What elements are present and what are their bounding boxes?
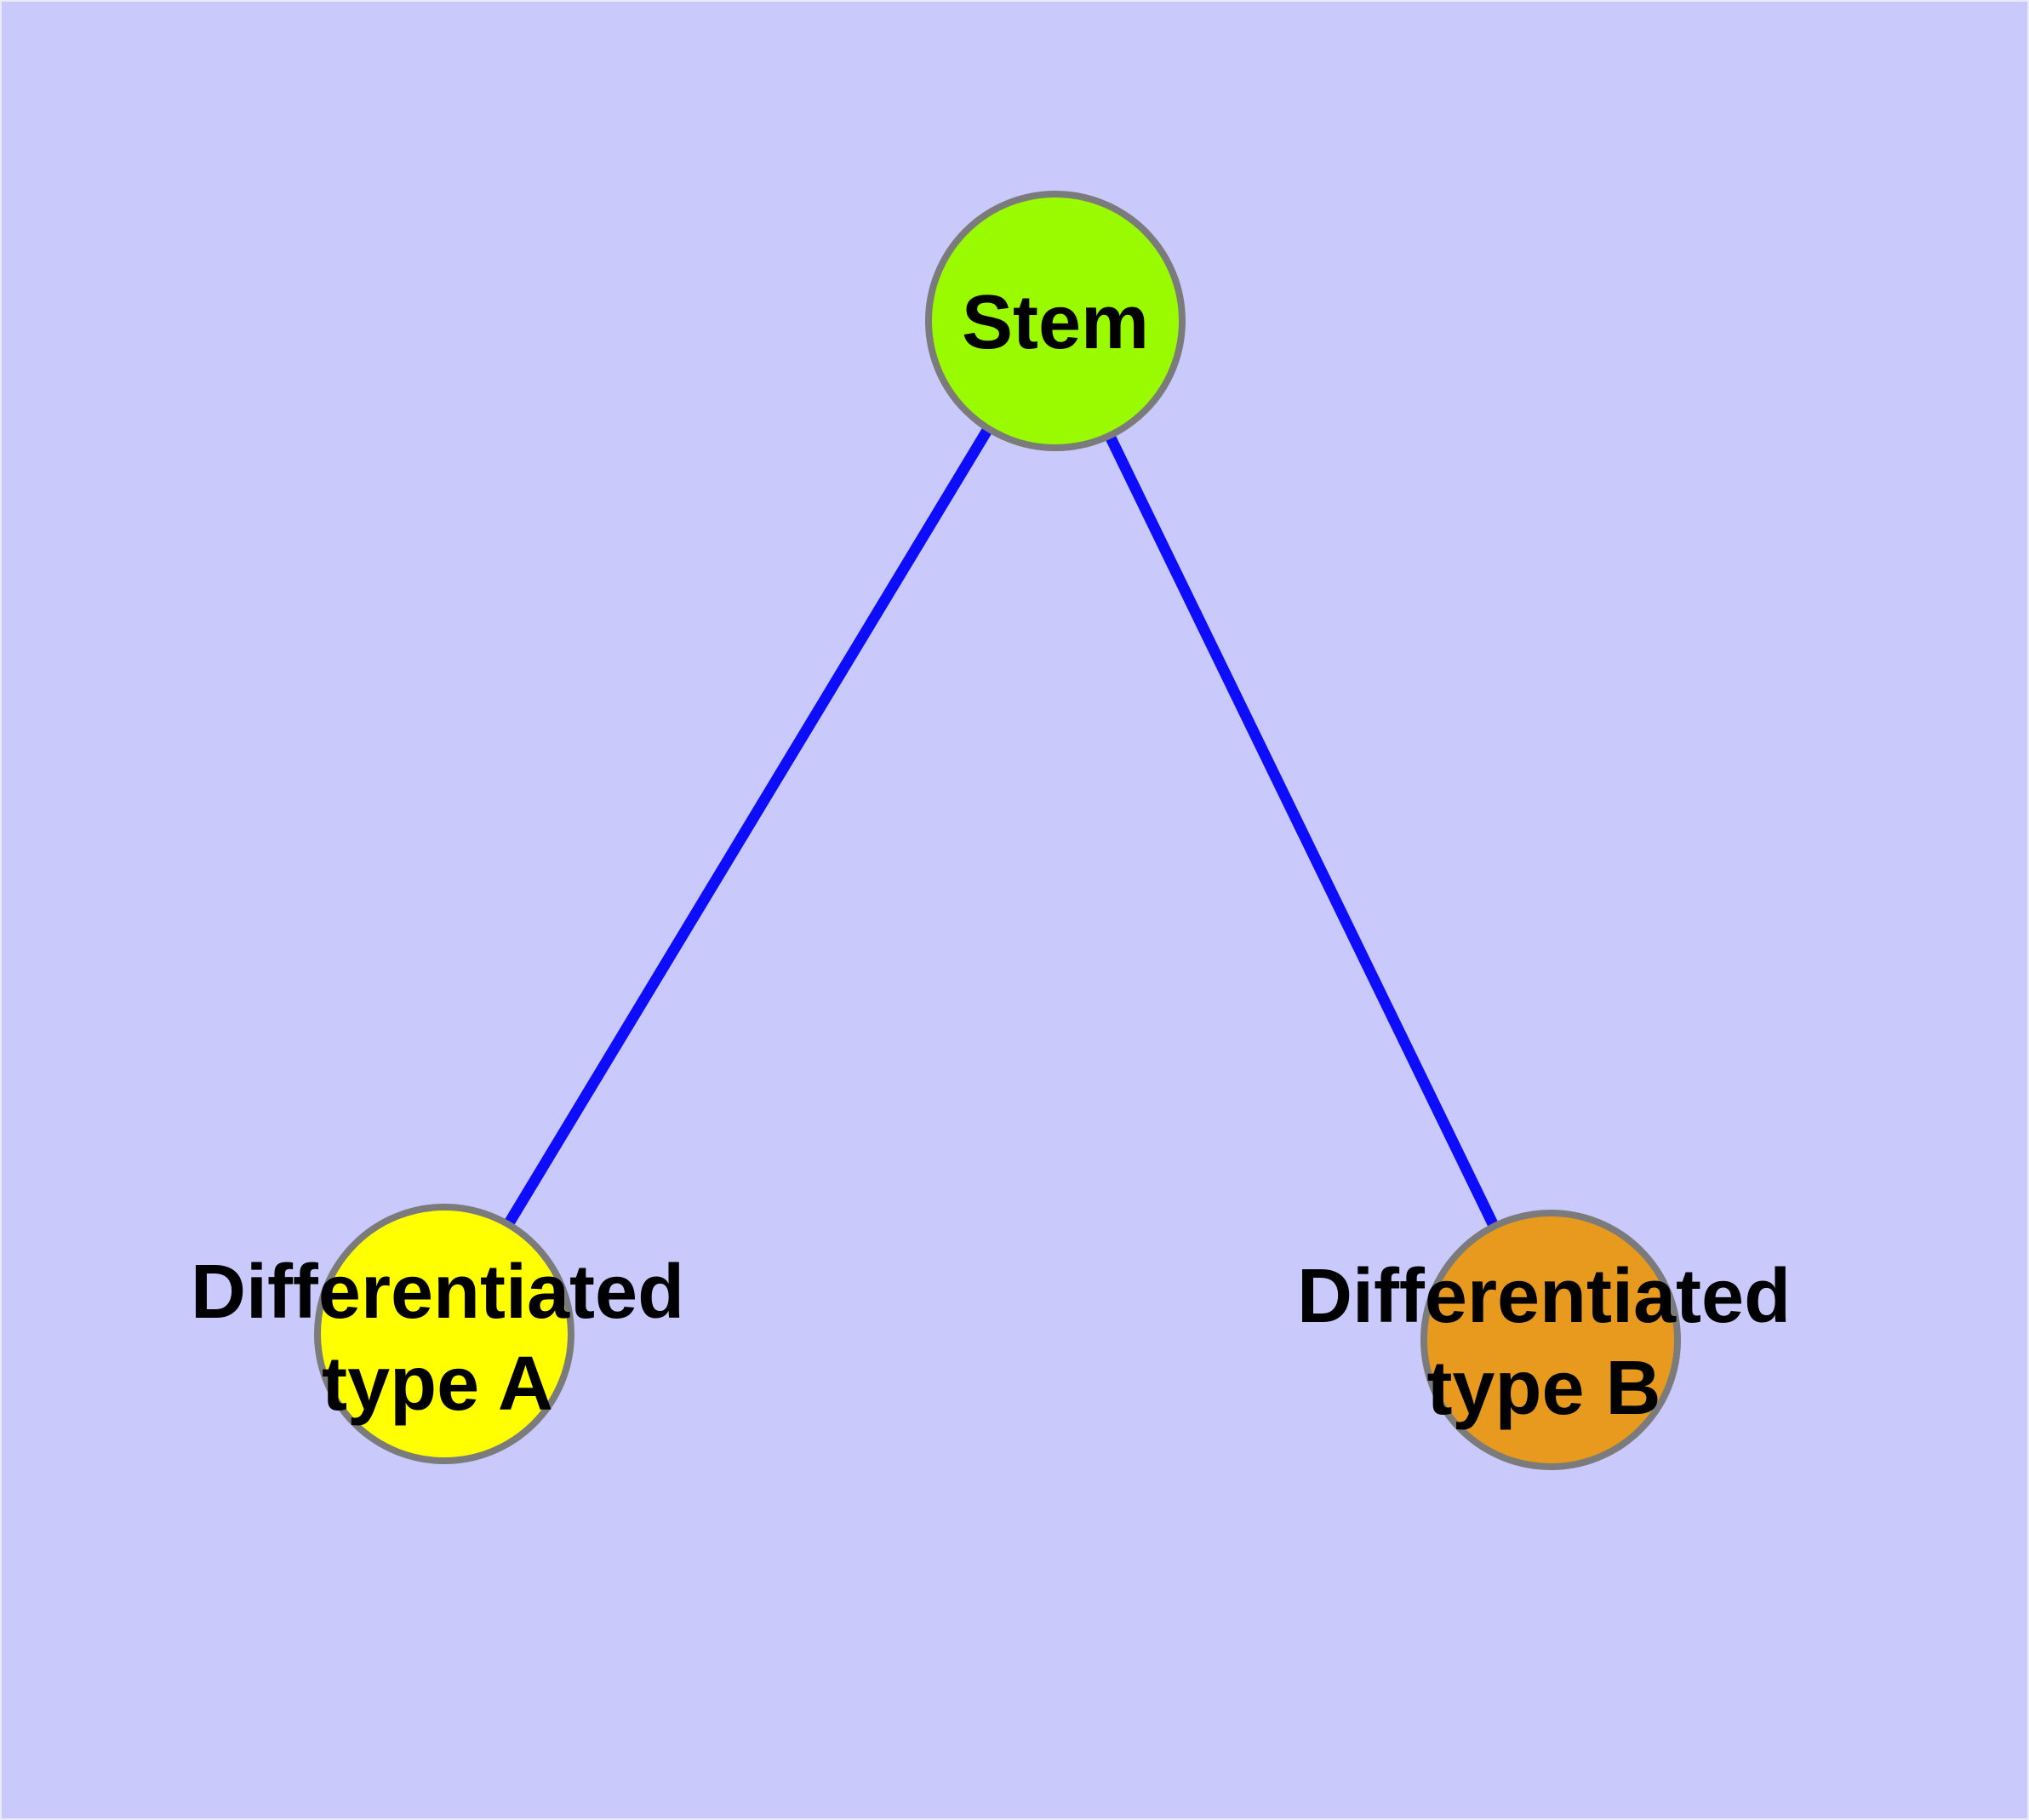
edge-stem-to-type-b — [1049, 318, 1553, 1340]
node-stem — [925, 191, 1186, 451]
node-differentiated-type-b-label: Differentiated type B — [1296, 1254, 1792, 1431]
node-differentiated-type-b — [1420, 1210, 1681, 1470]
node-differentiated-type-a — [314, 1204, 574, 1464]
node-stem-label: Stem — [961, 280, 1150, 365]
node-differentiated-type-a-label: Differentiated type A — [190, 1250, 685, 1427]
edge-stem-to-type-a — [438, 317, 1059, 1335]
